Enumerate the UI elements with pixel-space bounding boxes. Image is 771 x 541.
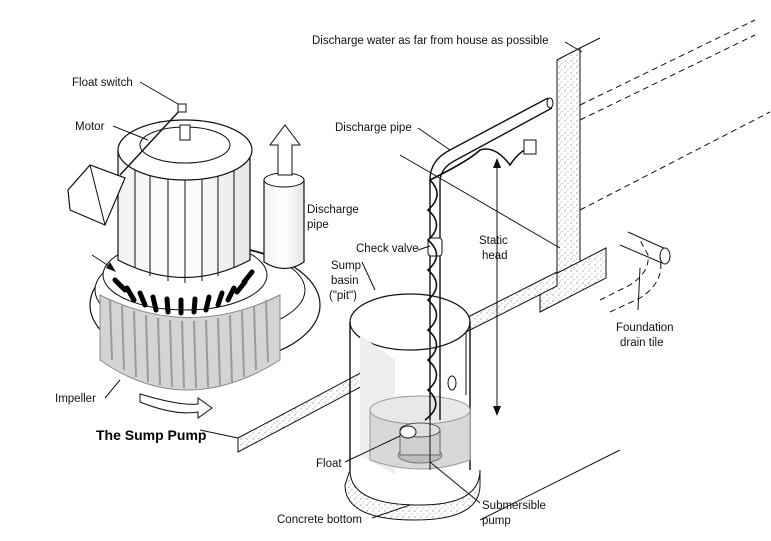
label-static-head-1: Static	[479, 235, 508, 247]
wall-footing	[539, 247, 607, 313]
concrete-bottom	[344, 469, 481, 521]
label-discharge-pipe-left-1: Discharge	[307, 204, 359, 216]
leader-lines	[104, 41, 641, 519]
label-discharge-pipe-top: Discharge pipe	[335, 122, 412, 134]
basement-structure	[199, 37, 621, 521]
outside-pipes	[579, 19, 771, 313]
label-impeller: Impeller	[55, 393, 96, 405]
label-submersible-1: Submersible	[482, 500, 546, 512]
outlet-box	[523, 139, 537, 155]
motor	[117, 149, 251, 279]
label-static-head-2: head	[482, 250, 508, 262]
label-motor: Motor	[75, 121, 105, 133]
sump-pump-illustration	[67, 103, 321, 419]
float-box	[67, 164, 126, 226]
label-discharge-water: Discharge water as far from house as pos…	[312, 35, 549, 47]
label-foundation-2: drain tile	[620, 337, 663, 349]
float	[399, 425, 417, 439]
label-check-valve: Check valve	[356, 243, 419, 255]
label-concrete-bottom: Concrete bottom	[277, 514, 362, 526]
label-float-switch: Float switch	[72, 77, 133, 89]
label-submersible-2: pump	[482, 515, 511, 527]
label-sump-basin-1: Sump	[331, 260, 361, 272]
submersible-pump	[397, 420, 443, 470]
label-float: Float	[316, 458, 342, 470]
foundation-wall	[556, 47, 581, 275]
label-foundation-1: Foundation	[616, 322, 674, 334]
up-arrow	[269, 124, 301, 176]
label-sump-basin-3: ("pit")	[329, 290, 357, 302]
label-discharge-pipe-left-2: pipe	[307, 219, 329, 231]
page-title: The Sump Pump	[96, 427, 206, 443]
drain-tile-opening	[659, 247, 671, 265]
side-discharge-pipe	[263, 179, 305, 270]
label-sump-basin-2: basin	[331, 275, 359, 287]
impeller	[99, 294, 281, 391]
